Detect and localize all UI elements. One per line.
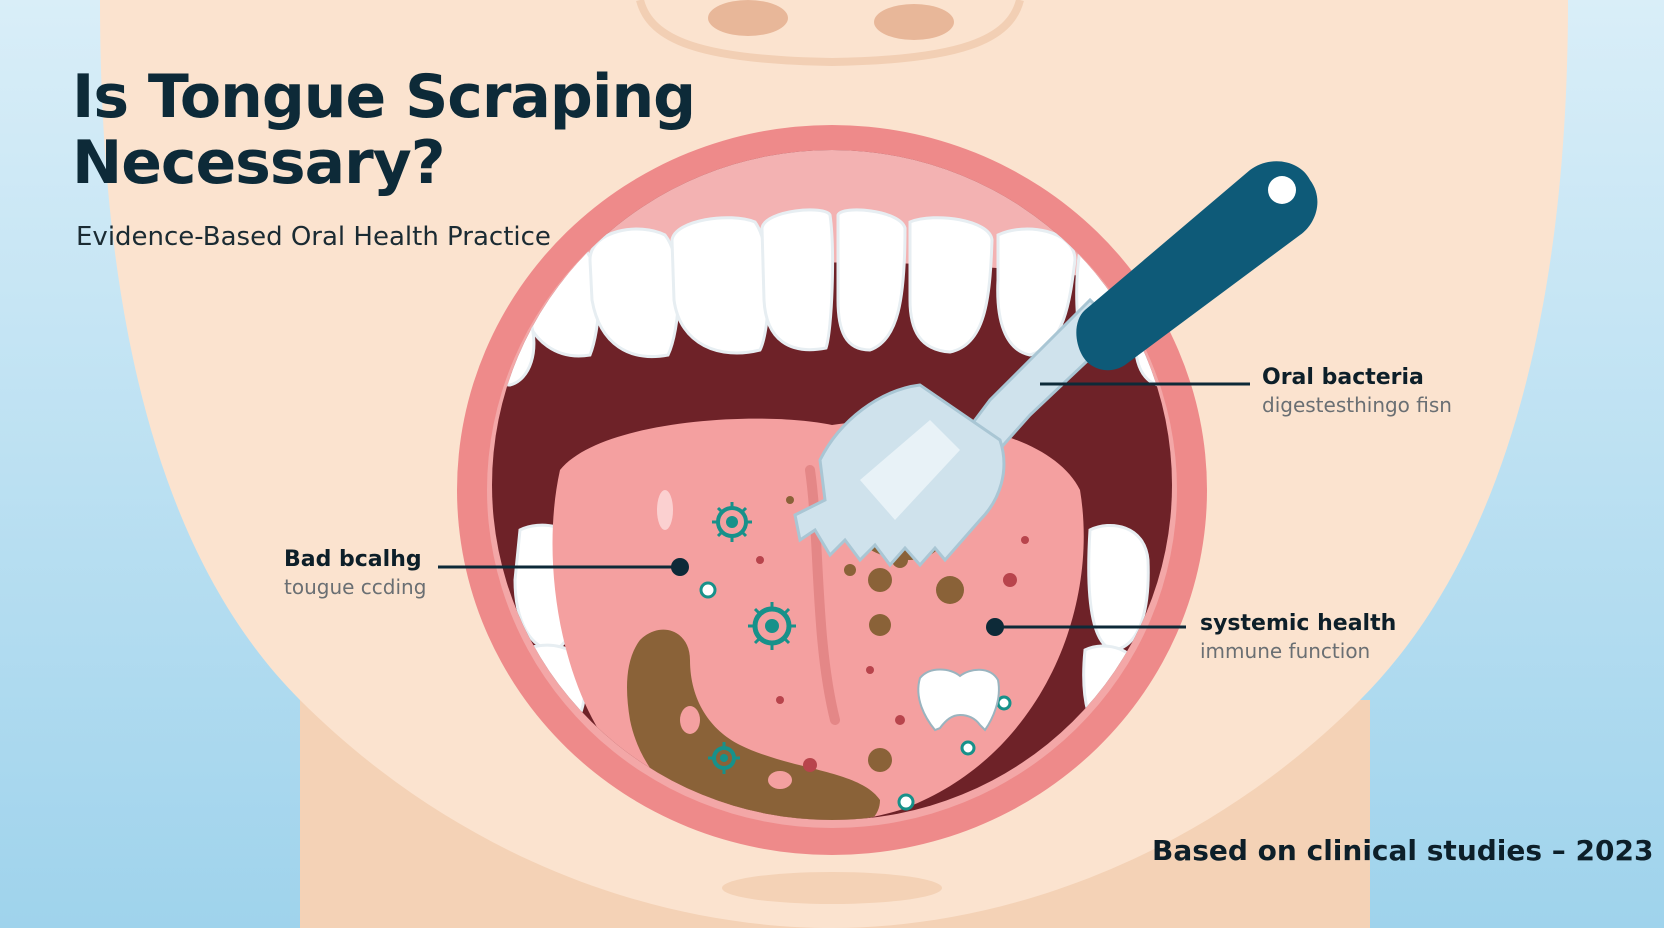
tooth-icon bbox=[917, 668, 1000, 732]
page-title: Is Tongue Scraping Necessary? bbox=[72, 62, 696, 198]
callout-label: Bad bcalhg bbox=[284, 547, 422, 572]
callout-label: Oral bacteria bbox=[1262, 365, 1424, 390]
callout-sublabel: digestesthingo fisn bbox=[1262, 393, 1452, 417]
nostril-right bbox=[874, 4, 954, 40]
bacteria-icon bbox=[748, 602, 796, 650]
scraper-handle bbox=[1076, 161, 1318, 371]
tongue-coating-patch bbox=[627, 629, 880, 820]
chin-shadow bbox=[722, 872, 942, 904]
nose bbox=[636, 0, 1024, 67]
callout-oral-bacteria: Oral bacteria digestesthingo fisn bbox=[1262, 364, 1452, 418]
bacteria-icon bbox=[712, 502, 752, 542]
tongue-groove bbox=[805, 465, 840, 725]
bacteria-dot bbox=[699, 581, 1012, 811]
title-line-2: Necessary? bbox=[72, 128, 446, 198]
tongue-highlight bbox=[657, 490, 673, 530]
callout-dots bbox=[671, 558, 1004, 636]
page-subtitle: Evidence-Based Oral Health Practice bbox=[76, 222, 551, 252]
callout-sublabel: immune function bbox=[1200, 639, 1371, 663]
scraper-handle-hole bbox=[1268, 176, 1296, 204]
upper-teeth bbox=[492, 208, 1172, 387]
title-line-1: Is Tongue Scraping bbox=[72, 62, 696, 132]
callout-lines bbox=[438, 382, 1250, 629]
callout-systemic-health: systemic health immune function bbox=[1200, 610, 1396, 664]
callout-label: systemic health bbox=[1200, 611, 1397, 636]
nostril-left bbox=[708, 0, 788, 36]
source-footnote: Based on clinical studies – 2023 bbox=[1152, 834, 1654, 867]
bacteria-icon bbox=[708, 742, 740, 774]
callout-sublabel: tougue ccding bbox=[284, 575, 427, 599]
callout-bad-breath: Bad bcalhg tougue ccding bbox=[284, 546, 426, 600]
tongue-scraper-icon bbox=[793, 161, 1318, 568]
tongue-spots bbox=[756, 536, 1029, 772]
